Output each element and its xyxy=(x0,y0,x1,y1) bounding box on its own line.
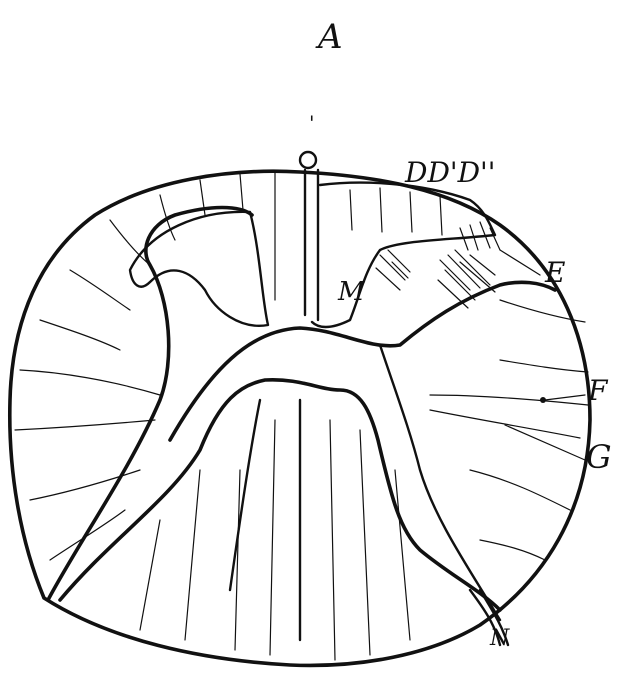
label-g: G xyxy=(586,438,612,476)
posterior-septum xyxy=(305,170,318,320)
central-point xyxy=(300,152,316,168)
lateral-column-right xyxy=(380,345,500,620)
label-m: M xyxy=(337,277,366,307)
hatched-cluster xyxy=(376,222,500,308)
label-n: N xyxy=(489,626,510,651)
radial-fibers-left xyxy=(15,172,275,560)
anterior-grey-arch xyxy=(60,380,500,610)
radial-fibers-anterior xyxy=(140,420,410,660)
label-d-group: DD'D'' xyxy=(404,156,495,189)
label-e: E xyxy=(544,256,565,289)
anterior-region xyxy=(230,400,300,640)
label-f: F xyxy=(587,374,609,407)
radial-fibers-right xyxy=(350,188,588,560)
figure-title: A xyxy=(315,17,343,57)
top-mark-label: ' xyxy=(309,111,315,135)
